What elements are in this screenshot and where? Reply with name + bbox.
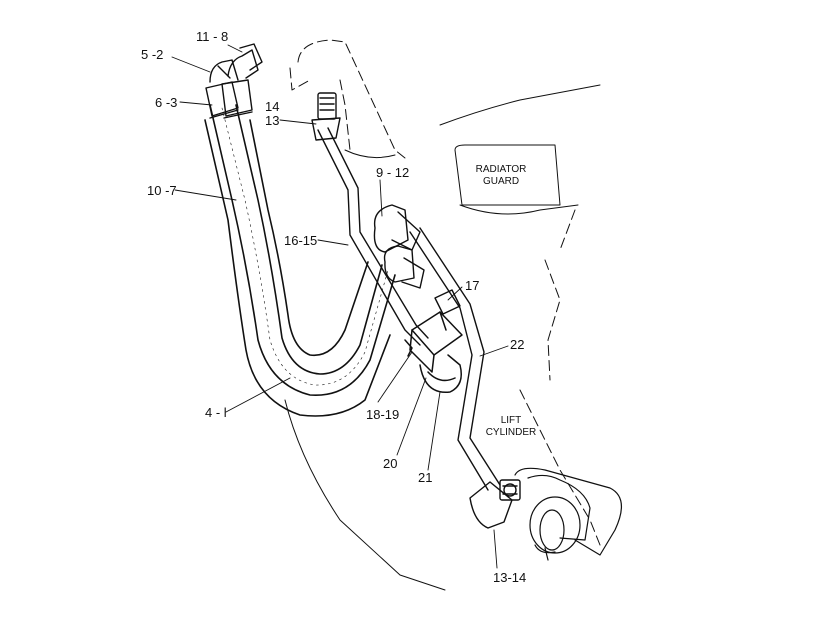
tube-16-15 <box>317 127 429 346</box>
callout-10-7: 10 -7 <box>147 183 177 198</box>
callout-6-3: 6 -3 <box>155 95 178 110</box>
frame-outline <box>289 39 601 546</box>
radiator-guard-line-2: GUARD <box>482 175 520 187</box>
leader-lines <box>171 44 509 569</box>
fitting-13-14-top <box>311 92 341 141</box>
fitting-13-14-bottom <box>469 479 521 529</box>
lift-cylinder-line-1: LIFT <box>500 415 522 426</box>
top-elbow-fittings <box>209 43 263 83</box>
callout-21: 21 <box>418 470 433 485</box>
callout-9-12: 9 - 12 <box>376 165 410 180</box>
fittings-9-12 <box>373 204 425 289</box>
lift-cylinder <box>514 467 622 561</box>
callout-14: 14 <box>265 99 280 114</box>
callout-17: 17 <box>465 278 480 293</box>
radiator-guard-outline <box>454 144 561 206</box>
hose-sleeves <box>205 79 253 119</box>
frame-solid-lines <box>284 84 601 591</box>
callout-20: 20 <box>383 456 398 471</box>
radiator-guard-label: RADIATOR GUARD <box>466 164 536 187</box>
tube-22 <box>409 227 501 491</box>
sleeve-17 <box>434 289 461 315</box>
callout-11-8: 11 - 8 <box>196 29 229 44</box>
manifold-block <box>404 311 463 393</box>
hose-4-1 <box>204 104 396 417</box>
callout-22: 22 <box>510 337 525 352</box>
callout-5-2: 5 -2 <box>141 47 164 62</box>
lift-cylinder-label: LIFT CYLINDER <box>480 415 542 438</box>
callout-4-1: 4 - l <box>205 405 227 420</box>
callout-13-14: 13-14 <box>493 570 527 585</box>
callout-16-15: 16-15 <box>284 233 318 248</box>
radiator-guard-line-1: RADIATOR <box>475 164 527 175</box>
lift-cylinder-line-2: CYLINDER <box>485 426 537 438</box>
callout-13: 13 <box>265 113 280 128</box>
callout-18-19: 18-19 <box>366 407 400 422</box>
